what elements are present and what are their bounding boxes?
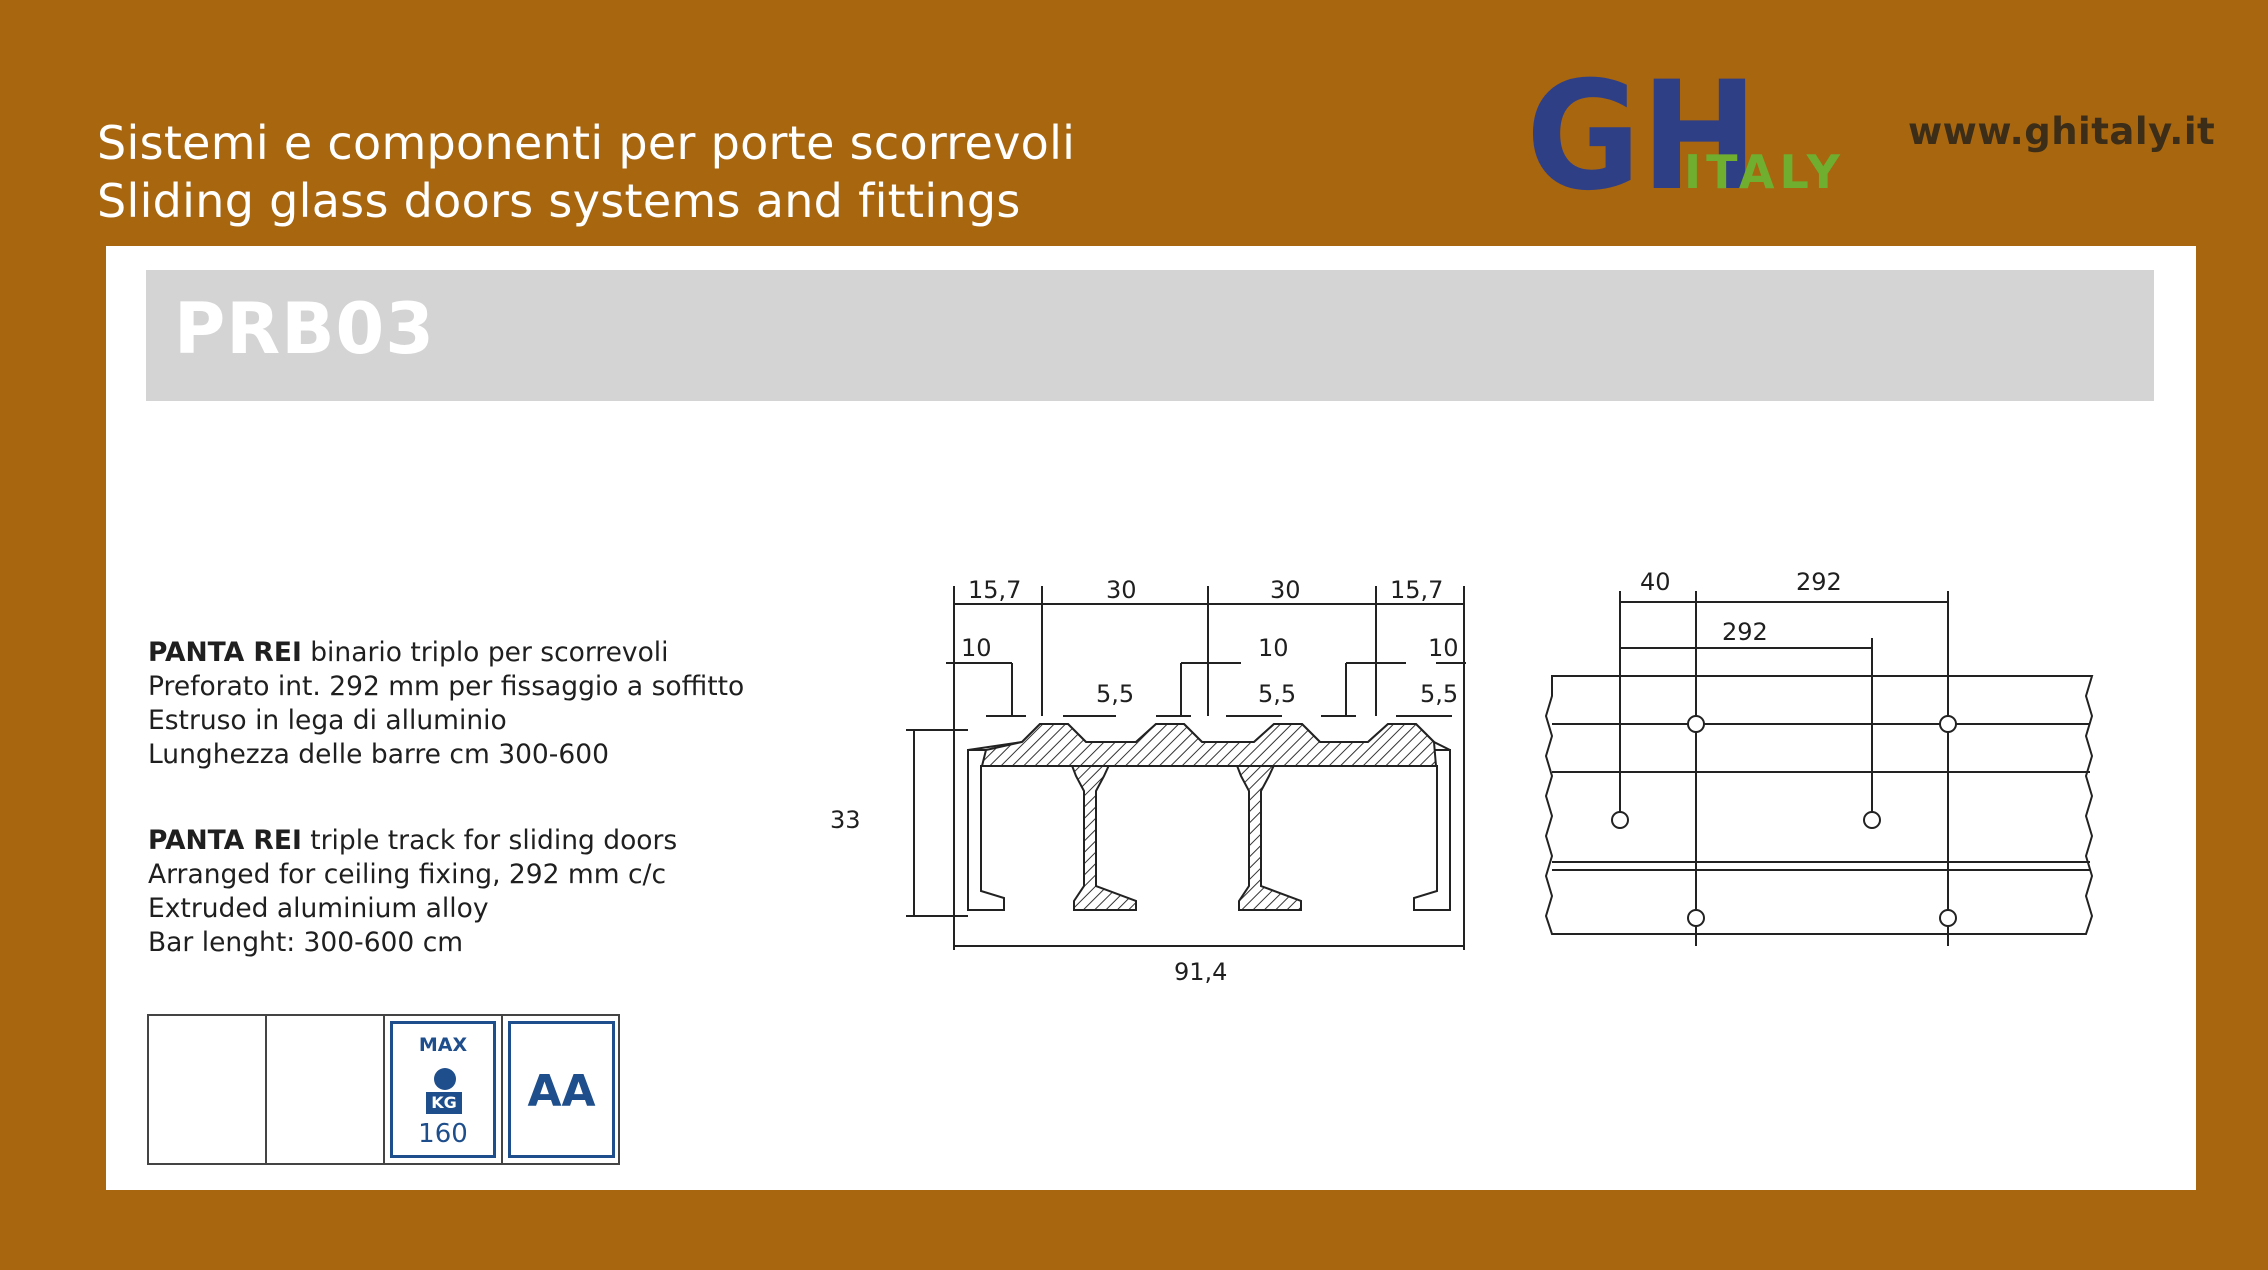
desc-line: Preforato int. 292 mm per fissaggio a so…: [148, 671, 745, 702]
ghitaly-logo[interactable]: GH ITALY: [1520, 66, 1890, 196]
plan-drawing: [1544, 591, 2094, 946]
plan-dim-292-mid: 292: [1722, 618, 1768, 646]
kg-value: 160: [418, 1119, 468, 1149]
plan-dim-40: 40: [1640, 568, 1671, 596]
dim-mid-3: 10: [1428, 634, 1459, 662]
dim-top-4: 15,7: [1390, 576, 1443, 604]
dim-small-3: 5,5: [1420, 680, 1458, 708]
desc-line: Bar lenght: 300-600 cm: [148, 927, 464, 958]
website-link[interactable]: www.ghitaly.it: [1908, 110, 2216, 153]
header-line-2: Sliding glass doors systems and fittings: [97, 174, 1021, 228]
dim-mid-1: 10: [961, 634, 992, 662]
product-title-bar: PRB03: [146, 270, 2154, 401]
description-english: PANTA REI triple track for sliding doors…: [148, 824, 677, 960]
dim-height: 33: [830, 806, 861, 834]
kg-max-label: MAX: [418, 1034, 468, 1056]
header-line-1: Sistemi e componenti per porte scorrevol…: [97, 116, 1076, 170]
product-panel: PRB03 PANTA REI binario triplo per scorr…: [106, 246, 2196, 1190]
feature-icon-table: MAX KG 160 AA: [147, 1014, 620, 1165]
dim-small-1: 5,5: [1096, 680, 1134, 708]
plan-dim-292-top: 292: [1796, 568, 1842, 596]
desc-line: Estruso in lega di alluminio: [148, 705, 507, 736]
dim-width: 91,4: [1174, 958, 1227, 986]
dim-top-3: 30: [1270, 576, 1301, 604]
kg-unit-label: KG: [426, 1092, 462, 1114]
weight-dot-icon: [434, 1068, 456, 1090]
description-italian: PANTA REI binario triplo per scorrevoli …: [148, 636, 744, 772]
dim-top-1: 15,7: [968, 576, 1021, 604]
empty-cell: [267, 1016, 385, 1163]
section-drawing: [906, 586, 1466, 950]
desc-line: PANTA REI triple track for sliding doors: [148, 825, 678, 856]
weight-icon: MAX KG 160: [390, 1021, 496, 1158]
capacity-cell: MAX KG 160: [385, 1016, 503, 1163]
dim-top-2: 30: [1106, 576, 1137, 604]
desc-line: PANTA REI binario triplo per scorrevoli: [148, 637, 669, 668]
dim-mid-2: 10: [1258, 634, 1289, 662]
desc-line: Extruded aluminium alloy: [148, 893, 489, 924]
product-code: PRB03: [174, 288, 435, 370]
desc-line: Arranged for ceiling fixing, 292 mm c/c: [148, 859, 667, 890]
finish-label: AA: [527, 1066, 596, 1117]
svg-text:GH: GH: [1526, 66, 1758, 196]
anodized-finish-icon: AA: [508, 1021, 615, 1158]
technical-drawings: 15,7 30 30 15,7 10 10 10 5,5 5,5 5,5 33 …: [830, 568, 2094, 986]
svg-text:ITALY: ITALY: [1684, 145, 1845, 196]
desc-line: Lunghezza delle barre cm 300-600: [148, 739, 609, 770]
finish-cell: AA: [503, 1016, 620, 1163]
dim-small-2: 5,5: [1258, 680, 1296, 708]
empty-cell: [149, 1016, 267, 1163]
